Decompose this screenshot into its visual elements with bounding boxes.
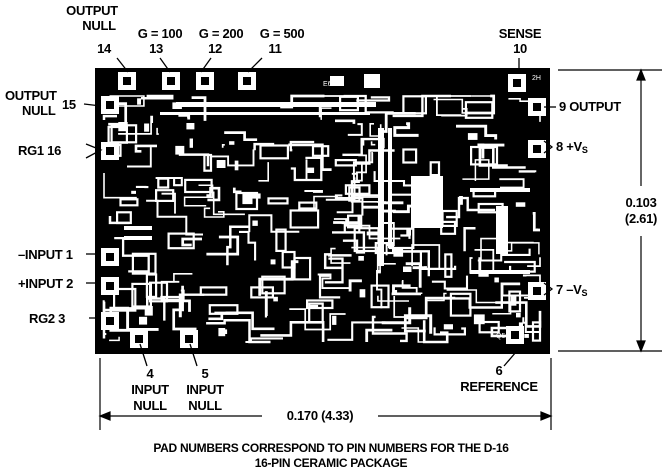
label-pin-11: 11 — [268, 41, 282, 56]
arrowhead-down — [636, 340, 646, 353]
minus-vs-text: 7 –V — [556, 282, 582, 297]
label-reference: REFERENCE — [460, 379, 538, 394]
dimension-height — [558, 68, 662, 353]
plus-vs-subscript: S — [581, 145, 588, 155]
metallization-traces — [102, 94, 542, 344]
leader-pin12 — [200, 57, 212, 73]
label-pin-10: 10 — [513, 41, 527, 56]
label-g200: G = 200 — [198, 26, 244, 41]
label-pin-8-plus-vs: 8 +VS — [556, 139, 588, 155]
label-pin-6: 6 — [495, 363, 503, 378]
leader-pin6 — [503, 351, 517, 367]
label-pin-7-minus-vs: 7 –VS — [556, 282, 588, 298]
minus-vs-subscript: S — [581, 288, 588, 298]
caption-line-1: PAD NUMBERS CORRESPOND TO PIN NUMBERS FO… — [153, 441, 509, 455]
arrowhead-right — [540, 411, 553, 421]
label-rg2: RG2 3 — [29, 311, 66, 326]
label-input-null-5-title: INPUT — [186, 382, 224, 397]
die-code-top: E624 — [323, 81, 339, 88]
label-height-mm: (2.61) — [624, 211, 658, 226]
leader-pin11 — [247, 57, 263, 73]
label-pin-13: 13 — [149, 41, 163, 56]
caption-line-2: 16-PIN CERAMIC PACKAGE — [254, 456, 408, 470]
leader-pin16 — [85, 143, 103, 159]
leader-pin5 — [189, 343, 198, 367]
dimension-width — [98, 358, 553, 430]
label-pin-15: 15 — [62, 97, 76, 112]
arrowhead-left — [98, 411, 111, 421]
bond-pads — [101, 72, 546, 348]
die-code-bottom: Q51 — [496, 333, 509, 340]
metallization-blocks — [118, 74, 530, 338]
leader-pin14 — [116, 57, 129, 73]
label-pin-5: 5 — [201, 366, 209, 381]
label-input-null-4-sub: NULL — [133, 398, 167, 413]
label-g500: G = 500 — [259, 26, 305, 41]
label-output-null-14-sub: NULL — [82, 18, 116, 33]
label-plus-input: +INPUT 2 — [18, 276, 74, 291]
label-pin-14: 14 — [97, 41, 111, 56]
leader-lines — [83, 57, 556, 367]
label-g100: G = 100 — [137, 26, 183, 41]
label-input-null-5-sub: NULL — [188, 398, 222, 413]
plus-vs-text: 8 +V — [556, 139, 582, 154]
leader-pin8 — [543, 140, 554, 154]
label-minus-input: –INPUT 1 — [18, 247, 73, 262]
label-sense: SENSE — [498, 26, 542, 41]
label-pin-9-output: 9 OUTPUT — [559, 99, 621, 114]
label-pin-4: 4 — [146, 366, 154, 381]
leader-pin7 — [543, 282, 554, 296]
label-output-null-15-sub: NULL — [22, 103, 56, 118]
leader-pin15 — [83, 103, 102, 107]
arrowhead-up — [636, 68, 646, 81]
leader-pin13 — [159, 57, 171, 73]
label-width: 0.170 (4.33) — [286, 408, 354, 423]
label-output-null-15-title: OUTPUT — [5, 88, 57, 103]
label-height-inches: 0.103 — [625, 195, 657, 210]
label-pin-12: 12 — [208, 41, 222, 56]
leader-pin4 — [139, 343, 148, 367]
label-input-null-4-title: INPUT — [131, 382, 169, 397]
label-rg1: RG1 16 — [18, 143, 62, 158]
label-output-null-14-title: OUTPUT — [66, 3, 118, 18]
die-code-corner: 2H — [532, 75, 541, 82]
